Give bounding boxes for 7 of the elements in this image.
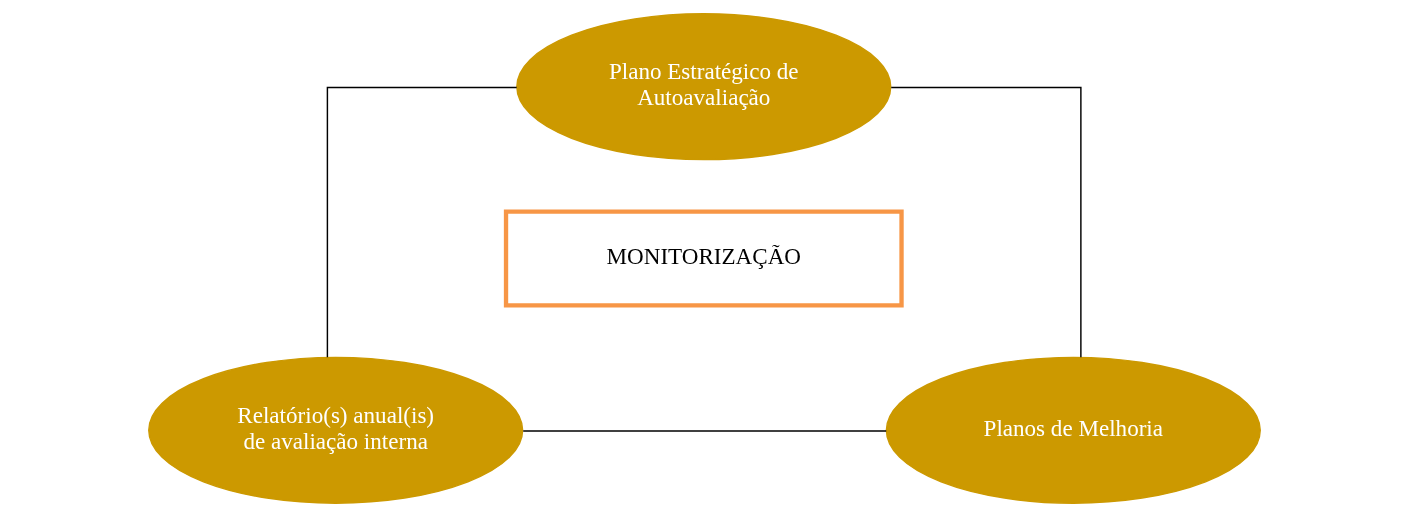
node-ellipse: Planos de Melhoria bbox=[885, 356, 1261, 504]
connector bbox=[326, 86, 517, 358]
node-ellipse: Relatório(s) anual(is) de avaliação interna bbox=[147, 356, 523, 504]
node-box: MONITORIZAÇÃO bbox=[503, 209, 904, 308]
connector bbox=[522, 430, 887, 432]
node-ellipse: Plano Estratégico de Autoavaliação bbox=[515, 13, 891, 161]
connector bbox=[890, 86, 1082, 358]
